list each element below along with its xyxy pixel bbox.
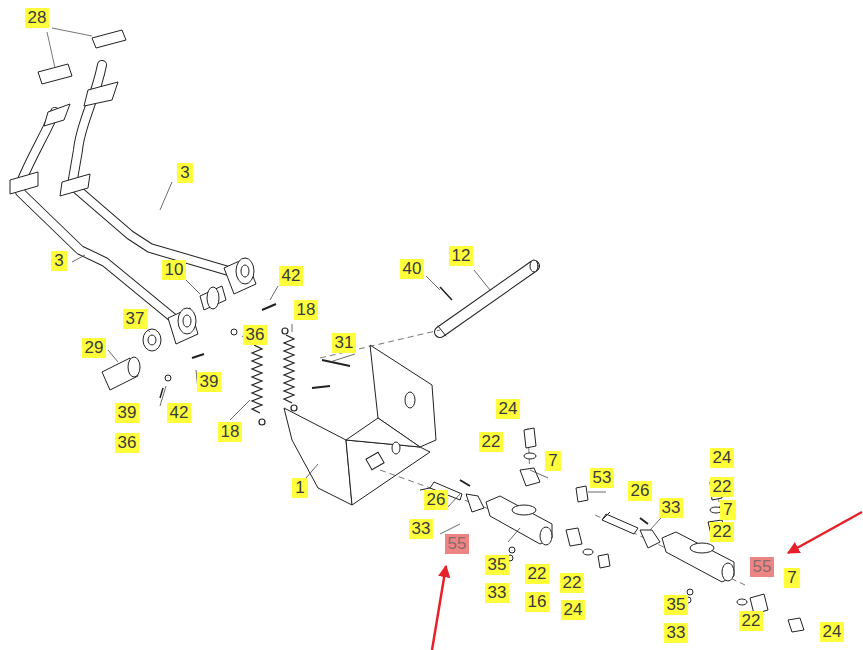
callout-number: 39 [115, 403, 140, 423]
callout-number: 33 [664, 623, 689, 643]
callout-number: 42 [167, 403, 192, 423]
callout-number: 3 [51, 251, 66, 271]
callout-number: 12 [449, 246, 474, 266]
callout-number: 7 [545, 451, 560, 471]
callout-number: 24 [820, 622, 845, 642]
callout-number: 22 [710, 522, 735, 542]
callout-number: 22 [479, 432, 504, 452]
callout-number: 1 [292, 478, 307, 498]
callout-number: 33 [485, 583, 510, 603]
callout-number: 31 [332, 333, 357, 353]
callout-number: 22 [710, 477, 735, 497]
callout-number: 18 [218, 422, 243, 442]
callout-number: 55 [750, 557, 775, 577]
callout-number: 16 [525, 592, 550, 612]
callout-number: 36 [243, 325, 268, 345]
callout-number: 55 [445, 534, 470, 554]
callout-number: 26 [628, 481, 653, 501]
callout-number: 22 [525, 564, 550, 584]
callout-number: 7 [784, 568, 799, 588]
callout-number: 24 [710, 448, 735, 468]
callout-number: 28 [25, 8, 50, 28]
callout-number: 35 [485, 555, 510, 575]
callout-number: 33 [409, 519, 434, 539]
callout-number: 7 [720, 500, 735, 520]
callout-number: 42 [279, 266, 304, 286]
callout-number: 22 [560, 573, 585, 593]
callout-number: 18 [294, 300, 319, 320]
callout-number: 29 [82, 338, 107, 358]
callout-number: 39 [197, 372, 222, 392]
callout-number: 26 [424, 490, 449, 510]
callout-number: 53 [590, 468, 615, 488]
callout-number: 37 [123, 309, 148, 329]
callout-number: 35 [664, 595, 689, 615]
callout-number: 3 [177, 163, 192, 183]
callout-number: 36 [115, 433, 140, 453]
callout-number: 40 [400, 259, 425, 279]
callout-number: 33 [659, 498, 684, 518]
callout-number: 24 [561, 600, 586, 620]
callout-number: 22 [739, 611, 764, 631]
callout-number: 10 [162, 260, 187, 280]
callout-number: 24 [496, 399, 521, 419]
